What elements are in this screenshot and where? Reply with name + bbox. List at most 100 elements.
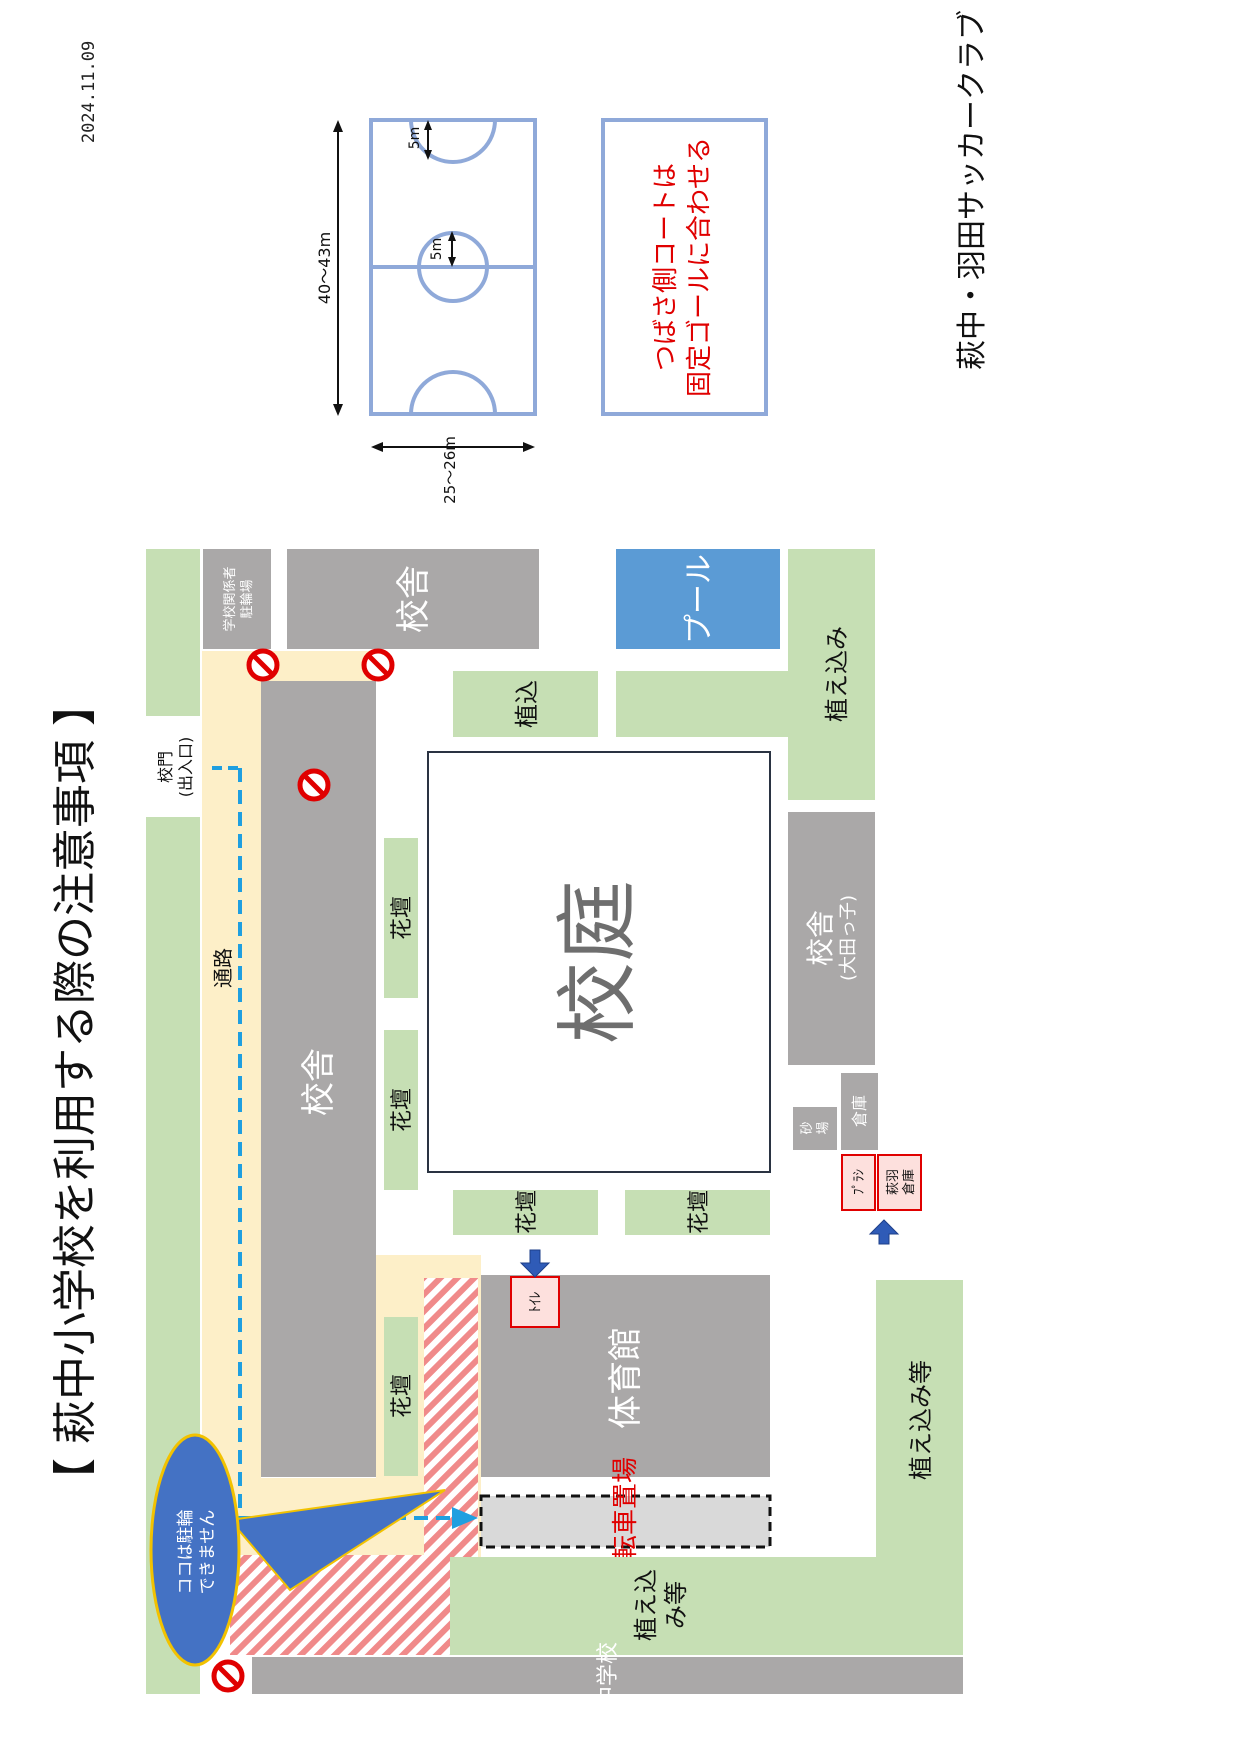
gate-label: 校門 <box>156 751 175 783</box>
no-entry-icon <box>361 648 395 682</box>
toilet-arrow-icon <box>519 1249 551 1278</box>
haneda-storage-label-group: 萩羽 倉庫 <box>886 1169 917 1195</box>
passage-label-group: 通路 <box>211 948 235 988</box>
gate-sub-label: (出入口) <box>176 737 195 798</box>
court-goal-area-top <box>409 119 497 164</box>
flowerbed-1-label: 花壇 <box>390 896 415 940</box>
sandbox-line1: 砂 <box>800 1121 815 1134</box>
staff-parking-line1: 学校関係者 <box>222 566 238 631</box>
junior-high-label: 中学校 <box>596 1642 621 1708</box>
court-note-box <box>601 118 768 416</box>
gymnasium-label-group: 体育館 <box>606 1327 646 1429</box>
gate-label-group: 校門 (出入口) <box>156 737 195 798</box>
goal-radius-arrowhead-top <box>424 120 432 130</box>
court-width-label-group: 25～26m <box>441 436 459 504</box>
flowerbed-5-label-group: 花壇 <box>687 1190 712 1234</box>
pool-label-group: プール <box>682 554 717 644</box>
flowerbed-1 <box>384 838 418 998</box>
no-parking-callout-line2: できません <box>198 1510 218 1595</box>
storage-label-group: 倉庫 <box>850 1095 869 1127</box>
club-name: 萩中・羽田サッカークラブ <box>955 10 990 370</box>
planting-strip-top-right <box>616 671 788 737</box>
school-building-top-label: 校舎 <box>394 565 434 633</box>
passage-area-top <box>202 651 376 681</box>
court-diagram: 40～43m 25～26m 5m 5m <box>315 118 537 504</box>
no-parking-hatch-bottom <box>230 1555 450 1655</box>
court-width-arrowhead-right <box>523 442 535 452</box>
haneda-storage-arrow-icon <box>868 1219 900 1245</box>
flowerbed-4-label: 花壇 <box>515 1190 540 1234</box>
bicycle-parking <box>479 1494 772 1549</box>
junior-high-label-group: 中学校 <box>596 1642 621 1708</box>
school-building-main-label: 校舎 <box>299 1048 339 1116</box>
court-note-line1: つばさ側コートは <box>651 163 681 371</box>
flowerbed-2-label: 花壇 <box>390 1088 415 1132</box>
passage-label: 通路 <box>211 948 235 988</box>
court-length-label-group: 40～43m <box>315 232 334 304</box>
goal-radius-label-group: 5m <box>407 127 423 150</box>
schoolyard-label: 校庭 <box>551 880 646 1044</box>
court-length-arrowhead-bottom <box>333 404 343 416</box>
no-entry-icon <box>297 768 331 802</box>
planting-right-label-group: 植え込み <box>823 626 851 722</box>
court-goal-area-bottom <box>409 370 497 415</box>
no-entry-icon <box>211 1659 245 1693</box>
planting-etc-small-line1: 植え込 <box>632 1569 660 1641</box>
school-building-right-label-group: 校舎 (大田っ子) <box>804 895 859 981</box>
no-parking-callout-label-group: ココは駐輪 できません <box>176 1510 218 1595</box>
school-building-main-label-group: 校舎 <box>299 1048 339 1116</box>
haneda-storage-line1: 萩羽 <box>886 1169 901 1195</box>
no-parking-hatch-vertical <box>424 1278 478 1560</box>
callout-pointer <box>228 1489 446 1592</box>
planting-etc-label: 植え込み等 <box>907 1360 935 1480</box>
title-group: 【 萩中小学校を利用する際の注意事項 】 <box>50 682 101 1502</box>
goal-radius-label: 5m <box>407 127 423 150</box>
court-note-line2: 固定ゴールに合わせる <box>685 137 715 397</box>
brush-label-group: ﾌﾟﾗｼ <box>852 1169 867 1196</box>
school-building-right-label: 校舎 <box>804 910 837 966</box>
staff-parking <box>203 549 271 649</box>
planting-bottom-right <box>876 1280 963 1557</box>
schoolyard <box>427 751 771 1173</box>
planting-bottom-wide <box>450 1557 963 1655</box>
flowerbed-4-label-group: 花壇 <box>515 1190 540 1234</box>
flowerbed-2 <box>384 1030 418 1190</box>
planting-etc-small-line2: み等 <box>662 1581 690 1629</box>
toilet-label-group: ﾄｲﾚ <box>528 1292 544 1313</box>
sandbox-label-group: 砂 場 <box>800 1121 831 1134</box>
left-green-strip-top <box>146 549 200 716</box>
flowerbed-4 <box>453 1190 598 1235</box>
school-building-right-sub: (大田っ子) <box>838 895 859 981</box>
flowerbed-5-label: 花壇 <box>687 1190 712 1234</box>
brush-storage <box>841 1154 876 1211</box>
flowerbed-5 <box>625 1190 770 1235</box>
planting-short-label: 植込 <box>513 680 541 728</box>
staff-parking-line2: 駐輪場 <box>239 579 255 618</box>
court-center-circle <box>417 231 489 303</box>
haneda-storage-line2: 倉庫 <box>902 1169 917 1195</box>
no-parking-callout-line1: ココは駐輪 <box>176 1510 196 1595</box>
flowerbed-2-label-group: 花壇 <box>390 1088 415 1132</box>
court-length-label: 40～43m <box>315 232 334 304</box>
school-building-main <box>261 681 376 1477</box>
school-building-right <box>788 812 875 1065</box>
planting-short-top <box>453 671 598 737</box>
pool <box>616 549 780 649</box>
center-radius-label: 5m <box>429 238 445 261</box>
flowerbed-1-label-group: 花壇 <box>390 896 415 940</box>
center-radius-arrowhead-top <box>448 231 456 241</box>
school-map: 校門 (出入口) 通路 学校関係者 駐輪場 校舎 校舎 プール <box>146 549 963 1708</box>
passage-area <box>202 651 261 1557</box>
court-width-arrowhead-left <box>371 442 383 452</box>
flowerbed-3-label-group: 花壇 <box>390 1374 415 1418</box>
planting-etc-small-label-group: 植え込 み等 <box>632 1569 690 1641</box>
page-title: 【 萩中小学校を利用する際の注意事項 】 <box>50 682 101 1502</box>
storage <box>841 1073 878 1150</box>
staff-parking-label-group: 学校関係者 駐輪場 <box>222 566 255 631</box>
storage-label: 倉庫 <box>850 1095 869 1127</box>
flowerbed-3-label: 花壇 <box>390 1374 415 1418</box>
planting-right-label: 植え込み <box>823 626 851 722</box>
no-parking-callout <box>149 1433 241 1667</box>
court-width-label: 25～26m <box>441 436 459 504</box>
